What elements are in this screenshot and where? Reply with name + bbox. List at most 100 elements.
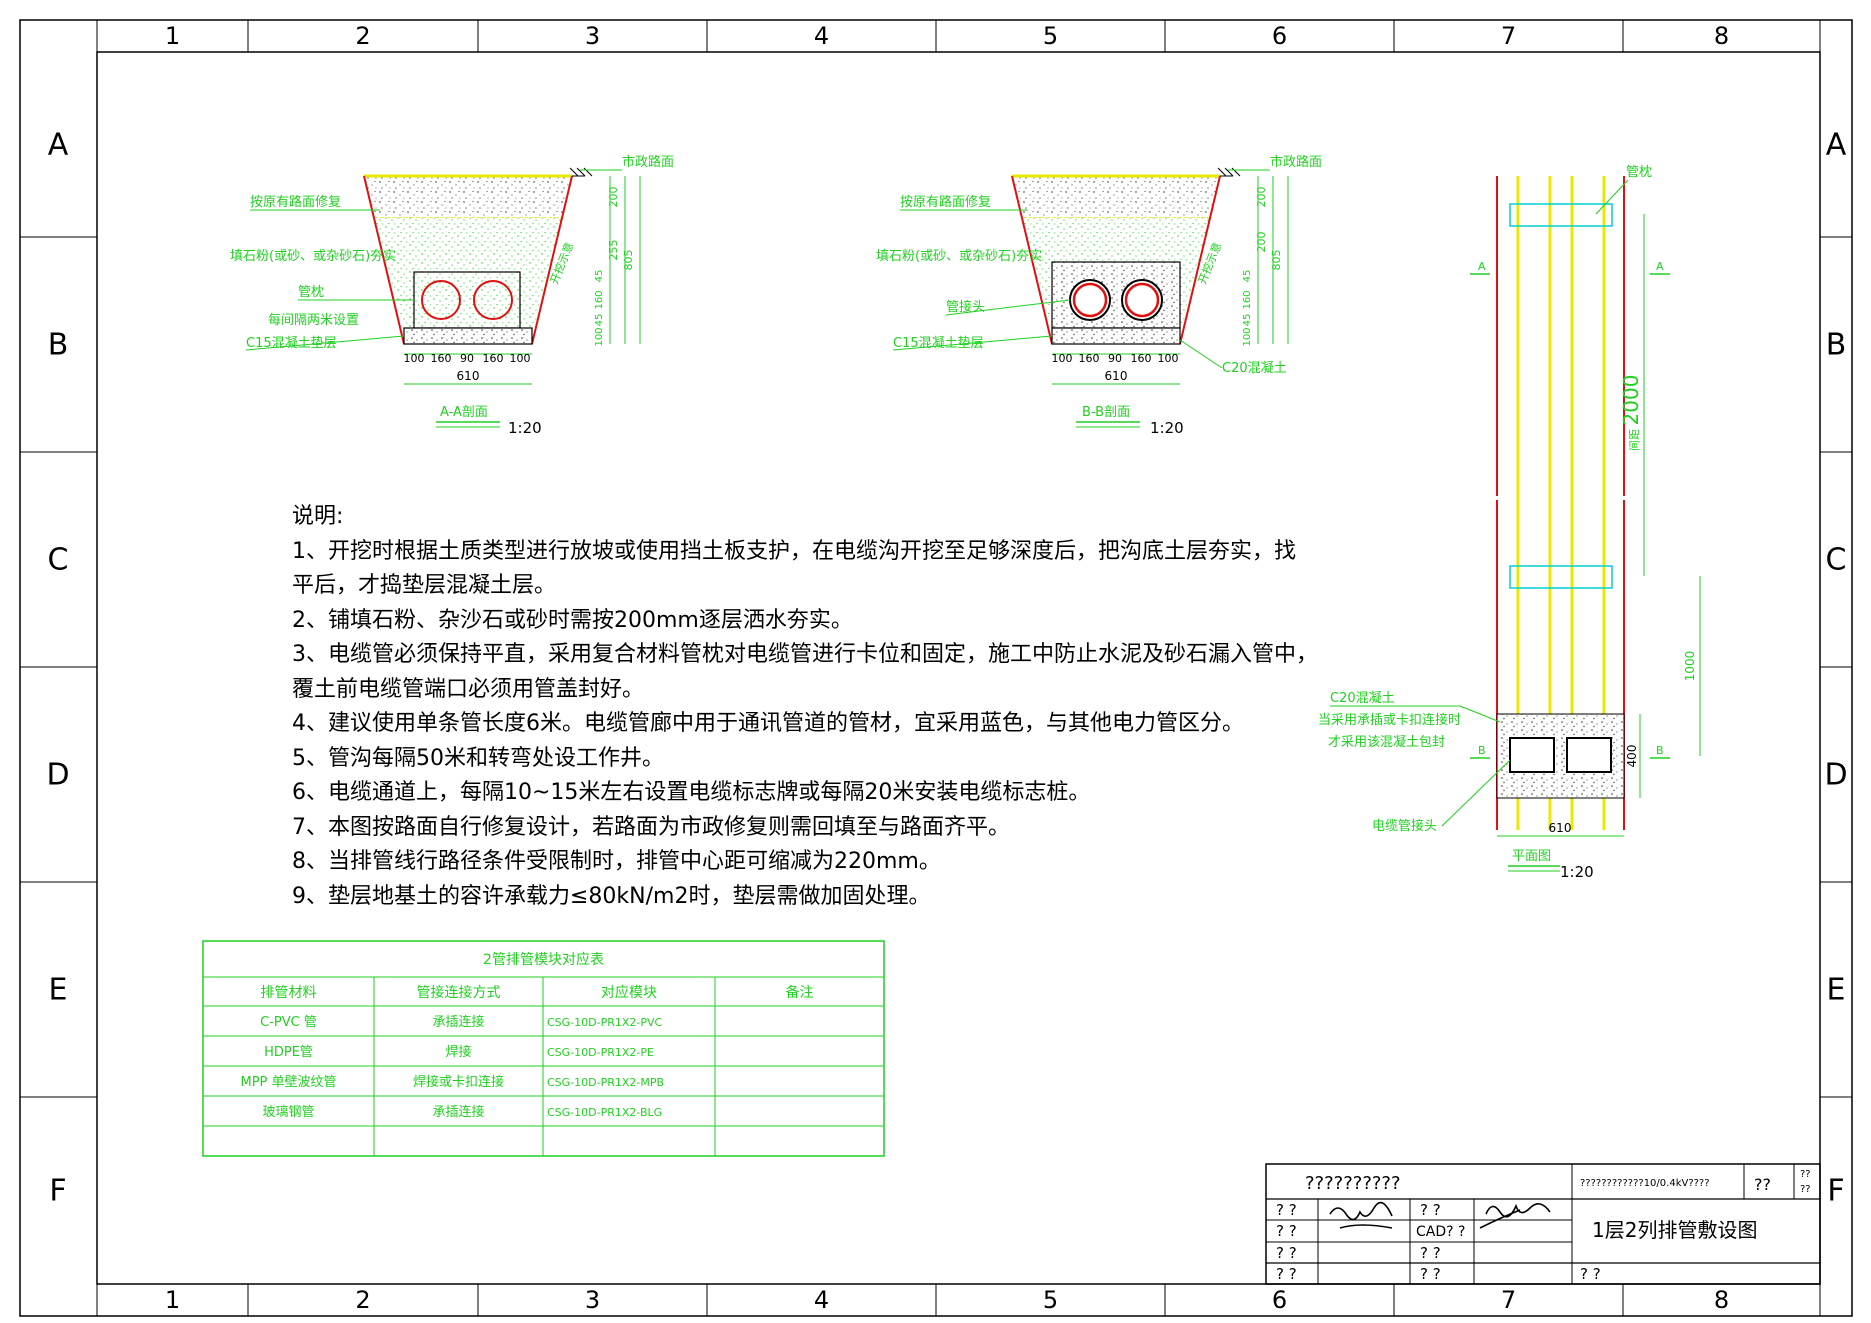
tb-q-top2: ?? <box>1800 1169 1811 1180</box>
table-cell: CSG-10D-PR1X2-PVC <box>547 1016 663 1029</box>
c20-label-bb: C20混凝土 <box>1222 360 1287 376</box>
note-line: 7、本图按路面自行修复设计，若路面为市政修复则需回填至与路面齐平。 <box>292 814 1010 840</box>
c15-label-bb: C15混凝土垫层 <box>893 335 984 351</box>
road-surface-bb <box>1012 176 1220 218</box>
dim-aa-45a: 45 <box>594 270 605 283</box>
dim-bb-b100b: 100 <box>1158 352 1179 365</box>
plan-section-b-right: B <box>1656 744 1664 757</box>
note-line: 平后，才捣垫层混凝土层。 <box>292 573 557 598</box>
border-col-7: 7 <box>1501 22 1516 50</box>
border-col-7: 7 <box>1501 1286 1516 1314</box>
scale-bb: 1:20 <box>1150 419 1184 437</box>
restore-label-bb: 按原有路面修复 <box>900 194 991 210</box>
plan-section-b-left: B <box>1478 744 1486 757</box>
leader-bb <box>945 299 1071 316</box>
trench-wall-right-aa <box>531 175 573 345</box>
note-line: 5、管沟每隔50米和转弯处设工作井。 <box>292 745 664 771</box>
table-cell: MPP 单壁波纹管 <box>240 1075 336 1090</box>
signature-1 <box>1329 1201 1393 1229</box>
plan-dim-prefix: 间距 <box>1628 429 1641 451</box>
plan-dim-400: 400 <box>1625 745 1639 768</box>
table-cell: CSG-10D-PR1X2-BLG <box>547 1106 662 1119</box>
tb-drawing-title: 1层2列排管敷设图 <box>1592 1218 1757 1242</box>
tb-q-mid-3: ? ? <box>1420 1244 1441 1262</box>
pillow-label-aa: 管枕 <box>298 285 324 300</box>
plan-pillow-upper <box>1509 203 1613 227</box>
border-col-4: 4 <box>814 22 829 50</box>
table-cell: C-PVC 管 <box>260 1015 317 1030</box>
table-cell: 承插连接 <box>432 1104 484 1120</box>
note-line: 1、开挖时根据土质类型进行放坡或使用挡土板支护，在电缆沟开挖至足够深度后，把沟底… <box>292 538 1297 564</box>
dim-aa-b100b: 100 <box>510 352 531 365</box>
trench-wall-left-aa <box>363 175 405 345</box>
dim-aa-b160a: 160 <box>431 352 452 365</box>
dim-aa-160: 160 <box>594 290 605 309</box>
border-col-4: 4 <box>814 1286 829 1314</box>
table-header: 管接连接方式 <box>417 984 501 1001</box>
trench-wall-left-bb <box>1011 175 1053 345</box>
border-row-F: F <box>49 1174 66 1209</box>
plan-c20-note1: 当采用承插或卡扣连接时 <box>1318 712 1461 728</box>
dim-aa-100: 100 <box>594 327 605 346</box>
dim-aa-255: 255 <box>607 240 620 261</box>
table-header: 对应模块 <box>601 984 657 1001</box>
note-line: 6、电缆通道上，每隔10~15米左右设置电缆标志牌或每隔20米安装电缆标志桩。 <box>292 780 1091 805</box>
tb-company: ?????????? <box>1305 1173 1401 1194</box>
border-row-B: B <box>1826 328 1847 363</box>
tb-q-cell-2: ? ? <box>1276 1222 1297 1240</box>
section-bb: 200 200 805 45 160 45 100 100 160 90 160… <box>876 154 1322 437</box>
plan-pillow-lower <box>1509 565 1613 589</box>
tb-q-top3: ?? <box>1800 1184 1811 1195</box>
title-bb: B-B剖面 <box>1082 405 1130 420</box>
tb-q-cell-4: ? ? <box>1276 1265 1297 1283</box>
plan-scale: 1:20 <box>1560 863 1594 881</box>
dim-aa-805: 805 <box>622 250 635 271</box>
table-cell: 承插连接 <box>432 1014 484 1030</box>
table-cell: CSG-10D-PR1X2-PE <box>547 1046 654 1059</box>
restore-label-aa: 按原有路面修复 <box>250 194 341 210</box>
dim-bb-805: 805 <box>1270 250 1283 271</box>
border-col-2: 2 <box>355 22 370 50</box>
plan-joint-label: 电缆管接头 <box>1372 818 1437 834</box>
border-row-A: A <box>1826 128 1847 163</box>
dim-bb-100: 100 <box>1242 327 1253 346</box>
border-col-3: 3 <box>585 1286 600 1314</box>
table-header: 备注 <box>786 984 814 1001</box>
c15-label-aa: C15混凝土垫层 <box>246 335 337 351</box>
plan-joint-left <box>1509 737 1555 773</box>
tb-q-mid-2: CAD? ? <box>1416 1224 1465 1240</box>
leader-bb <box>892 335 1053 351</box>
table-cell: 焊接或卡扣连接 <box>413 1074 504 1090</box>
road-label-bb: 市政路面 <box>1270 154 1322 170</box>
table-cell: 焊接 <box>445 1044 471 1060</box>
trench-wall-right-bb <box>1179 175 1221 345</box>
table-cell: HDPE管 <box>264 1045 313 1060</box>
note-line: 8、当排管线行路径条件受限制时，排管中心距可缩减为220mm。 <box>292 849 941 874</box>
c15-pad-aa <box>403 327 533 345</box>
plan-section-a-right: A <box>1656 260 1664 273</box>
plan-dim-610: 610 <box>1549 821 1572 835</box>
pipe-right-aa <box>473 280 513 320</box>
dim-aa-b90: 90 <box>460 352 474 365</box>
border-row-D: D <box>1824 758 1847 793</box>
dim-aa-b160b: 160 <box>483 352 504 365</box>
scale-aa: 1:20 <box>508 419 542 437</box>
table-title: 2管排管模块对应表 <box>483 951 604 968</box>
dim-bb-160: 160 <box>1242 290 1253 309</box>
title-aa: A-A剖面 <box>440 405 488 420</box>
border-col-5: 5 <box>1043 1286 1058 1314</box>
tb-q-mid-1: ? ? <box>1420 1201 1441 1219</box>
pipe-left-aa <box>421 280 461 320</box>
border-row-D: D <box>46 758 69 793</box>
border-col-8: 8 <box>1714 22 1729 50</box>
note-line: 3、电缆管必须保持平直，采用复合材料管枕对电缆管进行卡位和固定，施工中防止水泥及… <box>292 642 1319 667</box>
title-block: ?????????? ????????????10/0.4kV???? ?? ?… <box>1265 1163 1821 1285</box>
fill-label-bb: 填石粉(或砂、或杂砂石)夯实 <box>876 249 1042 264</box>
pipe-joint-left-bb <box>1069 279 1111 321</box>
dim-bb-b100a: 100 <box>1052 352 1073 365</box>
tb-bottom-q: ? ? <box>1580 1265 1601 1283</box>
border-row-C: C <box>48 543 69 578</box>
border-col-5: 5 <box>1043 22 1058 50</box>
plan-c20-label: C20混凝土 <box>1330 690 1395 706</box>
